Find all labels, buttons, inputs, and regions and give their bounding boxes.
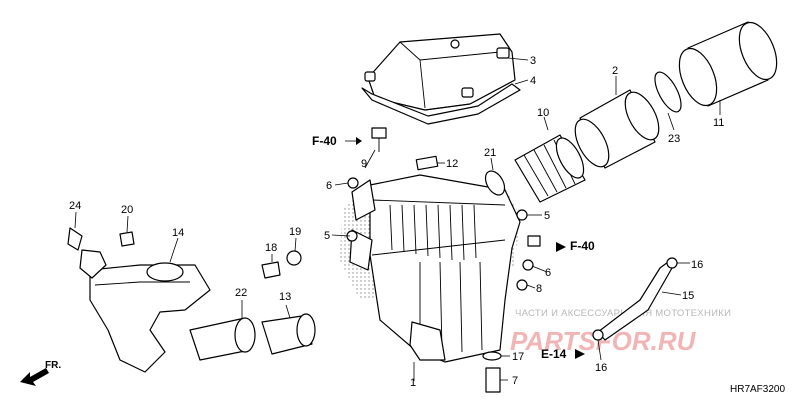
callout-18: 18 — [265, 242, 277, 254]
outer-filter — [678, 21, 778, 107]
callout-3: 3 — [530, 55, 536, 67]
callout-23: 23 — [668, 133, 680, 145]
screw-20 — [119, 231, 135, 247]
diagram-code: HR7AF3200 — [730, 384, 785, 395]
connecting-boot — [514, 134, 586, 203]
inlet-duct — [79, 249, 211, 373]
callout-17: 17 — [512, 351, 524, 363]
callout-19: 19 — [289, 226, 301, 238]
callout-22: 22 — [235, 287, 247, 299]
callout-7: 7 — [512, 375, 518, 387]
callout-5-left: 5 — [324, 230, 330, 242]
ref-f40-top-arrowhead-icon — [356, 137, 362, 145]
callout-21: 21 — [484, 147, 496, 159]
callout-1: 1 — [410, 377, 416, 389]
callout-5-right: 5 — [544, 210, 550, 222]
callout-8: 8 — [536, 283, 542, 295]
clip-24 — [67, 227, 83, 251]
callout-14: 14 — [172, 227, 184, 239]
leader-lines — [74, 57, 721, 381]
callout-6-left: 6 — [326, 180, 332, 192]
clip-8 — [516, 279, 528, 291]
callout-11: 11 — [713, 117, 724, 129]
front-label: FR. — [45, 360, 61, 371]
callout-10: 10 — [537, 107, 549, 119]
callout-24: 24 — [69, 200, 81, 212]
clamp-22 — [234, 317, 256, 353]
plate-12 — [415, 155, 439, 171]
plug-17 — [482, 351, 502, 361]
joint-13 — [261, 313, 316, 355]
callout-4: 4 — [530, 75, 536, 87]
callout-9: 9 — [361, 158, 367, 170]
clip-6-top — [347, 177, 359, 189]
air-cleaner-element — [574, 89, 660, 169]
callout-12: 12 — [446, 158, 458, 170]
bolt-right — [527, 235, 541, 247]
air-cleaner-case — [340, 174, 521, 363]
ref-f40-right-arrowhead-icon — [556, 242, 566, 252]
clamp-16-top — [666, 257, 678, 269]
tube-7 — [485, 367, 501, 393]
bolt-9 — [371, 127, 387, 152]
clamp-16-bottom — [592, 329, 604, 341]
ref-f40-top: F-40 — [312, 134, 337, 148]
grommet-19 — [286, 250, 302, 266]
clip-5-right — [516, 209, 528, 221]
callout-16-bottom: 16 — [595, 362, 607, 374]
callout-15: 15 — [682, 290, 694, 302]
callout-2: 2 — [612, 65, 618, 77]
clamp-23 — [654, 71, 682, 113]
callout-numbers: 1 2 3 4 5 5 6 6 7 8 9 10 11 12 13 14 15 … — [69, 55, 724, 389]
air-cleaner-cover — [361, 33, 521, 125]
ref-e14-arrowhead-icon — [575, 349, 585, 359]
callout-20: 20 — [121, 204, 133, 216]
sensor-18 — [261, 261, 281, 279]
callout-16-top: 16 — [691, 259, 703, 271]
clip-6-right — [522, 259, 534, 271]
callout-13: 13 — [279, 291, 291, 303]
ref-f40-right: F-40 — [570, 239, 595, 253]
front-direction-arrow-icon — [20, 368, 49, 386]
callout-6-right: 6 — [545, 267, 551, 279]
clamp-21 — [484, 170, 506, 196]
ref-e14: E-14 — [541, 347, 567, 361]
